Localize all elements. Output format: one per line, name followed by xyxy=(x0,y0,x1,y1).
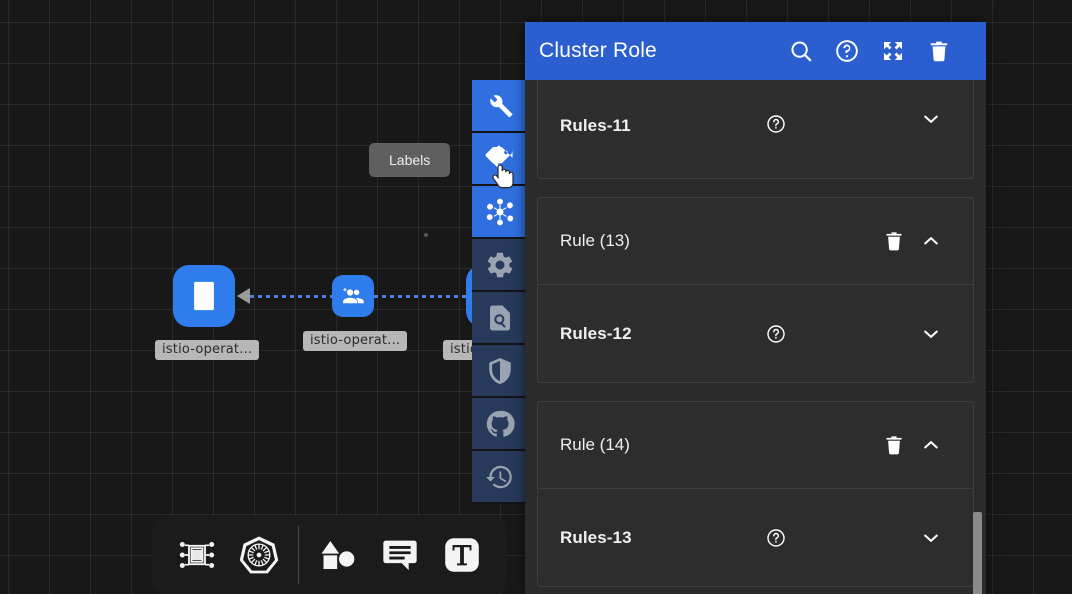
toolbar-button-circuit[interactable] xyxy=(166,526,228,584)
toolbar-button-settings[interactable] xyxy=(472,239,527,292)
comment-icon xyxy=(383,540,417,571)
panel-scrollbar-thumb[interactable] xyxy=(973,512,982,594)
toolbar-button-github[interactable] xyxy=(472,398,527,451)
expand-icon-glyph xyxy=(884,42,902,60)
help-icon[interactable] xyxy=(764,112,788,136)
search-icon[interactable] xyxy=(778,29,824,73)
rule-header-row[interactable]: Rule (14) xyxy=(538,402,973,489)
toolbar-button-history[interactable] xyxy=(472,451,527,504)
help-circle-icon xyxy=(767,115,785,133)
rules-row[interactable]: Rules-11 xyxy=(538,80,973,178)
toolbar-button-wrench[interactable] xyxy=(472,80,527,133)
toolbar-button-security[interactable] xyxy=(472,345,527,398)
tag-icon xyxy=(485,144,513,169)
document-search-icon xyxy=(489,305,510,330)
delete-rule-button[interactable] xyxy=(877,224,911,258)
chevron-down-icon xyxy=(924,330,938,338)
rules-card: Rules-11 xyxy=(537,80,974,179)
toolbar-button-kubernetes[interactable] xyxy=(228,526,290,584)
search-icon-glyph xyxy=(790,40,812,62)
github-icon xyxy=(486,410,515,437)
graph-edge xyxy=(374,295,484,298)
bottom-toolbar xyxy=(152,516,507,594)
toolbar-button-hub[interactable] xyxy=(472,186,527,239)
help-icon[interactable] xyxy=(764,526,788,550)
delete-icon[interactable] xyxy=(916,29,962,73)
rule-label: Rule (13) xyxy=(560,231,630,250)
collapse-chevron-up[interactable] xyxy=(911,224,951,258)
graph-edge xyxy=(250,295,335,298)
gear-icon xyxy=(487,252,512,277)
canvas-dot xyxy=(424,233,428,237)
group-icon xyxy=(343,288,364,304)
toolbar-divider xyxy=(298,526,299,584)
left-vertical-toolbar xyxy=(472,80,527,504)
delete-rule-button[interactable] xyxy=(877,428,911,462)
panel-scrollbar-track[interactable] xyxy=(973,80,984,594)
rule-label: Rule (14) xyxy=(560,435,630,454)
expand-chevron-down[interactable] xyxy=(911,102,951,136)
node-label: istio-operat... xyxy=(155,340,260,360)
graph-edge-arrow xyxy=(237,288,250,304)
expand-chevron-down[interactable] xyxy=(911,317,951,351)
rule-header-row[interactable]: Rule (13) xyxy=(538,198,973,285)
help-icon-glyph xyxy=(836,40,858,62)
chevron-down-icon xyxy=(924,115,938,123)
chevron-down-icon xyxy=(924,534,938,542)
expand-chevron-down[interactable] xyxy=(911,521,951,555)
toolbar-button-inspect[interactable] xyxy=(472,292,527,345)
node-label: istio-operat... xyxy=(303,331,408,351)
rule-card: Rule (14) Rules-13 xyxy=(537,401,974,587)
trash-icon xyxy=(886,232,902,251)
panel-content[interactable]: Rules-11 xyxy=(525,80,986,594)
id-badge-icon xyxy=(194,281,214,311)
page-title: Cluster Role xyxy=(539,39,657,62)
toolbar-button-shapes[interactable] xyxy=(307,526,369,584)
rules-row[interactable]: Rules-12 xyxy=(538,285,973,382)
rules-label: Rules-13 xyxy=(560,527,632,547)
help-circle-icon xyxy=(767,528,786,547)
labels-tooltip: Labels xyxy=(369,143,451,177)
collapse-chevron-up[interactable] xyxy=(911,428,951,462)
toolbar-button-labels[interactable] xyxy=(472,133,527,186)
help-icon[interactable] xyxy=(764,322,788,346)
toolbar-button-comment[interactable] xyxy=(369,526,431,584)
group-node[interactable] xyxy=(332,275,374,317)
rules-label: Rules-12 xyxy=(560,323,632,343)
shapes-icon xyxy=(321,541,355,569)
kubernetes-icon xyxy=(239,536,279,574)
trash-icon xyxy=(886,436,902,455)
rules-label: Rules-11 xyxy=(560,116,631,135)
chevron-up-icon xyxy=(924,237,938,245)
expand-icon[interactable] xyxy=(870,29,916,73)
wrench-icon xyxy=(489,94,512,117)
shield-icon xyxy=(488,357,511,384)
history-icon xyxy=(485,465,512,488)
toolbar-button-text[interactable] xyxy=(431,526,493,584)
text-tool-icon xyxy=(445,538,479,572)
rules-row[interactable]: Rules-13 xyxy=(538,489,973,586)
trash-icon-glyph xyxy=(930,41,948,62)
circuit-chip-icon xyxy=(179,542,215,568)
chevron-up-icon xyxy=(924,441,938,449)
cluster-role-panel: Cluster Role xyxy=(525,22,986,594)
rule-card: Rule (13) Rules-12 xyxy=(537,197,974,383)
help-circle-icon xyxy=(767,324,786,343)
panel-header: Cluster Role xyxy=(525,22,986,80)
service-account-node[interactable] xyxy=(173,265,235,327)
help-icon[interactable] xyxy=(824,29,870,73)
hub-network-icon xyxy=(486,198,513,225)
